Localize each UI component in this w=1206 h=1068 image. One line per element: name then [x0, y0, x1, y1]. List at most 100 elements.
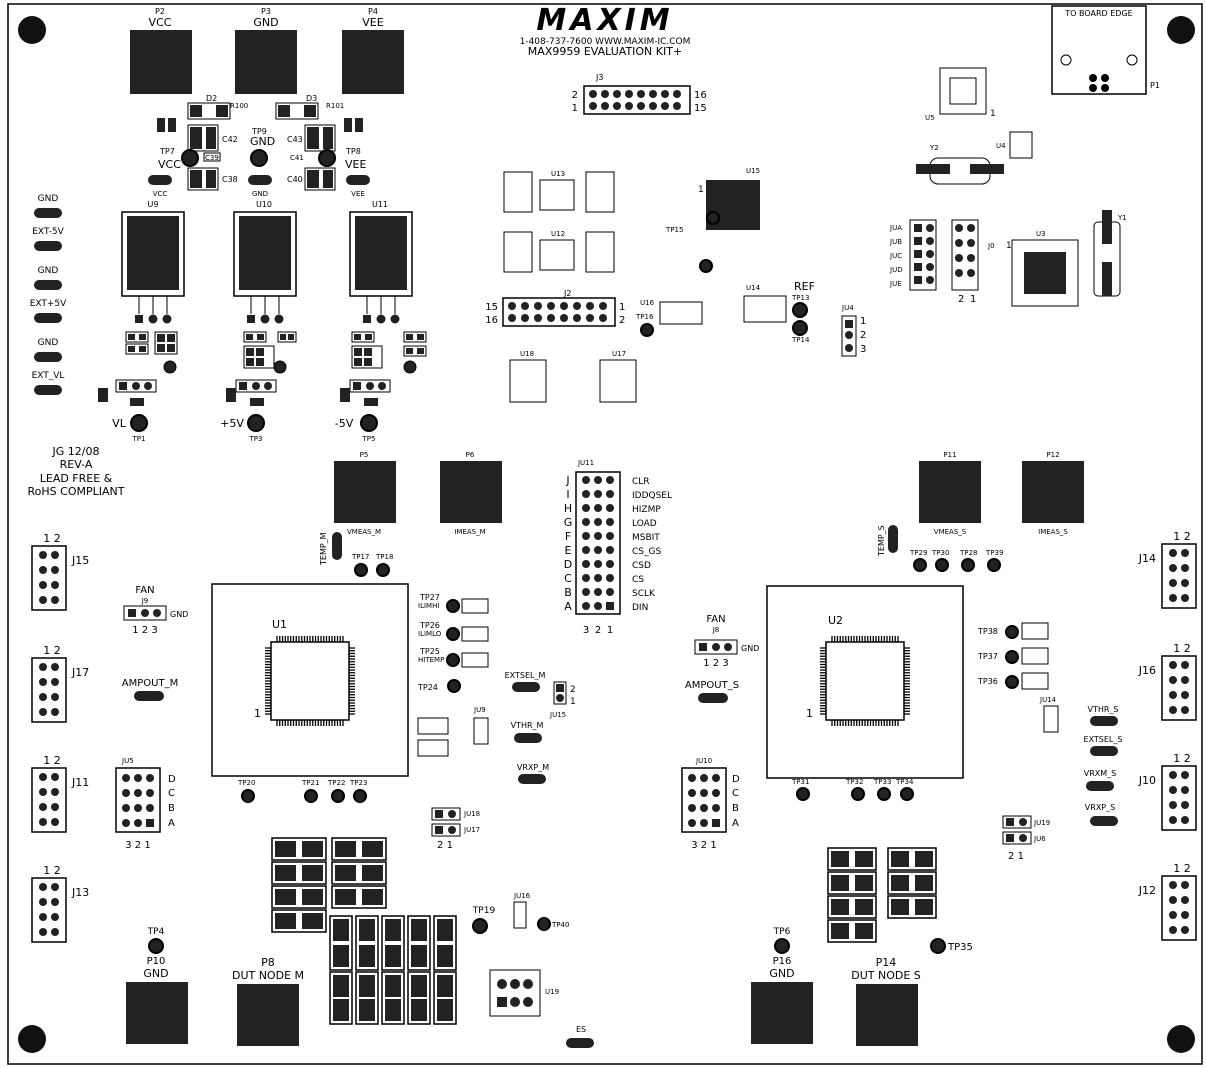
fan-jumper-s: FAN J8 GND 1 2 3	[694, 614, 759, 669]
svg-text:EXT+5V: EXT+5V	[30, 299, 67, 309]
svg-text:1: 1	[572, 103, 578, 114]
mounting-holes	[18, 16, 1195, 1053]
svg-text:TP16: TP16	[635, 313, 654, 321]
svg-text:GND: GND	[170, 610, 188, 619]
svg-text:HITEMP: HITEMP	[418, 656, 444, 664]
svg-text:1: 1	[698, 185, 704, 195]
svg-text:1: 1	[970, 294, 976, 305]
svg-text:TP21: TP21	[301, 779, 319, 787]
maxim-logo: MAXIM	[536, 3, 673, 38]
svg-text:TP40: TP40	[551, 921, 569, 929]
svg-text:AMPOUT_S: AMPOUT_S	[685, 680, 739, 691]
tp-row-bottom: TP20 TP21 TP22 TP23 TP31 TP32 TP33 TP34	[237, 778, 914, 803]
svg-text:1 2 3: 1 2 3	[132, 625, 157, 636]
svg-text:TP27: TP27	[419, 593, 440, 602]
connector-pin-numbers: 1 2	[43, 754, 61, 767]
svg-text:VEE: VEE	[362, 16, 383, 29]
svg-text:TP7: TP7	[159, 147, 175, 156]
svg-text:P5: P5	[360, 451, 369, 459]
svg-text:VRXP_S: VRXP_S	[1085, 803, 1115, 812]
temp-labels: TEMP_M TEMP_S	[319, 525, 898, 566]
svg-text:U3: U3	[1036, 230, 1046, 238]
regulator-u10: U10 +5V TP3	[220, 200, 297, 443]
revision-block: JG 12/08 REV-A LEAD FREE & RoHS COMPLIAN…	[28, 445, 125, 498]
svg-text:U9: U9	[148, 200, 159, 209]
ju11-row-label: H	[564, 502, 572, 515]
mounting-hole-icon	[18, 1025, 46, 1053]
connector-label: J17	[71, 666, 89, 679]
svg-text:JU15: JU15	[549, 711, 566, 719]
svg-text:D3: D3	[306, 94, 317, 103]
svg-text:JU9: JU9	[473, 706, 486, 714]
ju11-row-label: A	[564, 600, 572, 613]
svg-text:JU17: JU17	[463, 826, 480, 834]
svg-text:DUT NODE S: DUT NODE S	[851, 969, 921, 982]
svg-text:TP18: TP18	[375, 553, 393, 561]
svg-text:P11: P11	[943, 451, 956, 459]
svg-text:REF: REF	[794, 280, 815, 293]
connector-label: J10	[1138, 774, 1156, 787]
resistor-blocks	[271, 837, 937, 1025]
svg-text:U1: U1	[272, 618, 287, 631]
svg-text:2 1: 2 1	[1008, 851, 1024, 862]
mounting-hole-icon	[1167, 1025, 1195, 1053]
chips-u18-u17: U18 U17	[509, 350, 637, 403]
connector-label: J12	[1138, 884, 1156, 897]
svg-text:TP13: TP13	[791, 294, 809, 302]
connector-body	[1161, 543, 1197, 609]
svg-text:EXT-5V: EXT-5V	[32, 227, 64, 237]
connector-label: J15	[71, 554, 89, 567]
svg-text:P3: P3	[261, 7, 271, 16]
ju5-header: JU5 DC BA 3 2 1	[115, 757, 176, 851]
svg-text:TP4: TP4	[147, 927, 165, 937]
svg-text:U11: U11	[372, 200, 388, 209]
svg-text:VL: VL	[112, 417, 127, 430]
svg-text:JG 12/08: JG 12/08	[52, 445, 100, 458]
svg-text:Y2: Y2	[929, 144, 939, 152]
svg-text:TP37: TP37	[977, 652, 998, 661]
svg-text:VMEAS_S: VMEAS_S	[934, 528, 967, 536]
ju11-row-label: E	[565, 544, 572, 557]
mounting-hole-icon	[18, 16, 46, 44]
svg-text:JUA: JUA	[889, 224, 902, 232]
svg-text:EXTSEL_S: EXTSEL_S	[1084, 735, 1123, 744]
svg-text:TP29: TP29	[909, 549, 927, 557]
connector-pin-numbers: 1 2	[1173, 862, 1191, 875]
connector-label: J11	[71, 776, 89, 789]
bottom-pad-p16: TP6 P16 GND	[751, 927, 813, 1044]
svg-text:U5: U5	[925, 114, 935, 122]
svg-text:C: C	[168, 788, 175, 799]
svg-text:C39: C39	[205, 154, 219, 162]
left-rail: GND EXT-5V GND EXT+5V GND EXT_VL	[30, 194, 67, 395]
svg-text:B: B	[732, 803, 739, 814]
chip-u13-u12: U13 U12	[503, 170, 615, 273]
svg-text:GND: GND	[38, 266, 59, 276]
ju11-signal-label: IDDQSEL	[632, 491, 672, 501]
connector-body	[31, 657, 67, 723]
svg-text:J2: J2	[563, 289, 571, 298]
power-pad-p4: P4 VEE	[342, 7, 404, 94]
svg-text:C43: C43	[287, 135, 303, 144]
ju11-signal-label: CS_GS	[632, 547, 661, 557]
small-jumpers: JU18 JU17 2 1 JU19 JU6 2 1	[431, 807, 1050, 862]
connector-j3: J3 2 1 16 15	[572, 73, 707, 115]
svg-text:U18: U18	[520, 350, 534, 358]
svg-text:U2: U2	[828, 614, 843, 627]
svg-text:P2: P2	[155, 7, 165, 16]
ju11-row-label: G	[564, 516, 573, 529]
svg-text:VMEAS_M: VMEAS_M	[347, 528, 381, 536]
connector-label: J16	[1138, 664, 1156, 677]
svg-text:U17: U17	[612, 350, 626, 358]
svg-text:P16: P16	[773, 956, 792, 967]
svg-text:U4: U4	[996, 142, 1006, 150]
ju11-signal-label: CLR	[632, 477, 650, 487]
svg-text:VRXP_M: VRXP_M	[517, 763, 549, 772]
svg-text:JU19: JU19	[1033, 819, 1050, 827]
svg-text:TP23: TP23	[349, 779, 367, 787]
u19-area: U19 TP19 TP40 JU16 ES	[472, 892, 594, 1048]
svg-text:TP6: TP6	[773, 927, 791, 937]
svg-text:U14: U14	[746, 284, 761, 292]
svg-text:EXT_VL: EXT_VL	[32, 371, 65, 381]
